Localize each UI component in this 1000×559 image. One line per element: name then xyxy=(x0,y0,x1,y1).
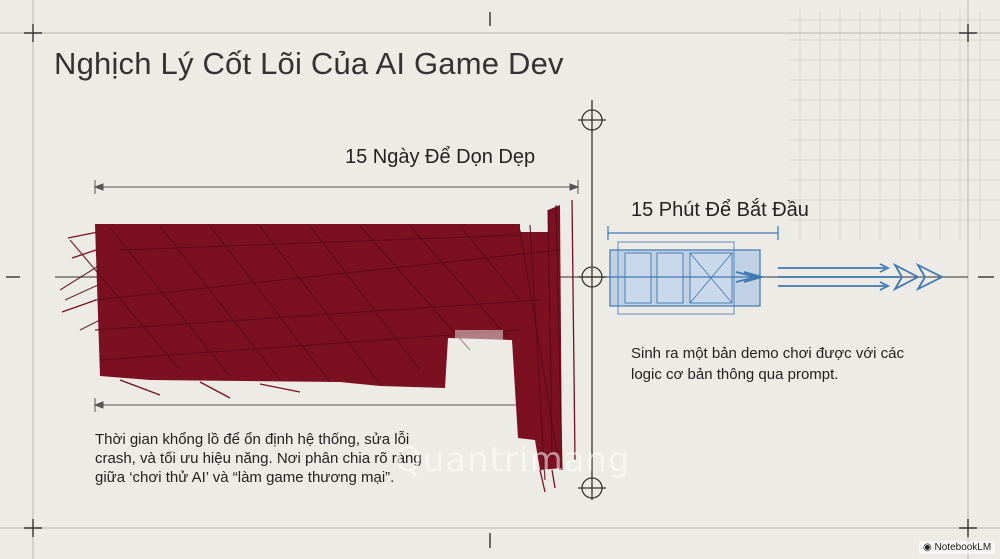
cleanup-description: Thời gian khổng lồ để ổn định hệ thống, … xyxy=(95,431,422,486)
slide-title: Nghịch Lý Cốt Lõi Của AI Game Dev xyxy=(54,46,564,81)
top-dimension-line xyxy=(93,180,580,194)
demo-box xyxy=(607,226,779,315)
speed-arrows xyxy=(735,262,945,292)
corner-marks xyxy=(6,12,994,548)
corner-grid xyxy=(790,12,1000,240)
divider xyxy=(578,100,606,500)
bottom-dimension-line xyxy=(93,398,520,412)
scribble-block xyxy=(59,199,576,493)
start-duration-heading: 15 Phút Để Bắt Đầu xyxy=(631,199,809,221)
start-description: Sinh ra một bản demo chơi được với các l… xyxy=(631,345,904,383)
watermark-text: Quantrimang xyxy=(395,440,631,480)
notebooklm-badge: ◉ NotebookLM xyxy=(919,541,996,554)
cleanup-duration-heading: 15 Ngày Để Dọn Dẹp xyxy=(345,146,536,168)
